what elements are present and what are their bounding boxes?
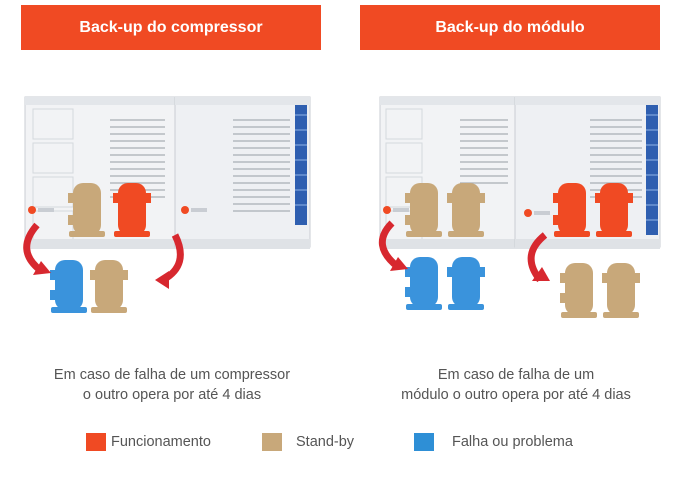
caption-line: o outro opera por até 4 dias — [82, 387, 262, 403]
condenser-unit-illustration — [24, 96, 311, 249]
legend-item-running: Funcionamento — [86, 432, 211, 452]
compressor-icon — [595, 183, 633, 237]
compressor-icon — [447, 183, 485, 237]
module-backup-illustration — [379, 96, 661, 318]
compressor-icon — [405, 257, 442, 310]
caption-line: módulo o outro opera por até 4 dias — [401, 387, 631, 403]
curved-arrow-icon — [527, 232, 550, 283]
brand-logo-icon — [28, 206, 207, 214]
banner-compressor-backup: Back-up do compressor — [21, 5, 321, 50]
caption-line: Em caso de falha de um — [437, 367, 595, 383]
legend-swatch-standby — [262, 433, 282, 451]
curved-arrow-icon — [379, 220, 408, 271]
legend-label: Falha ou problema — [452, 434, 573, 450]
compressor-backup-illustration — [23, 96, 311, 313]
legend-item-fault: Falha ou problema — [414, 432, 573, 452]
legend-swatch-running — [86, 433, 106, 451]
curved-arrow-icon — [155, 233, 184, 289]
condenser-unit-illustration — [379, 96, 661, 249]
compressor-icon — [405, 183, 442, 237]
legend-label: Stand-by — [296, 434, 355, 450]
compressor-icon — [560, 263, 597, 318]
curved-arrow-icon — [23, 222, 51, 275]
compressor-icon — [90, 260, 128, 313]
brand-logo-icon — [383, 206, 550, 217]
legend-swatch-fault — [414, 433, 434, 451]
compressor-icon — [68, 183, 105, 237]
legend-label: Funcionamento — [111, 434, 211, 450]
compressor-icon — [50, 260, 87, 313]
caption-line: Em caso de falha de um compressor — [53, 367, 291, 383]
compressor-icon — [447, 257, 485, 310]
compressor-icon — [553, 183, 590, 237]
banner-module-backup: Back-up do módulo — [360, 5, 660, 50]
compressor-backup-caption: Em caso de falha de um compressor o outr… — [12, 365, 332, 405]
legend-item-standby: Stand-by — [262, 432, 354, 452]
module-backup-caption: Em caso de falha de um módulo o outro op… — [356, 365, 676, 405]
compressor-icon — [113, 183, 151, 237]
compressor-icon — [602, 263, 640, 318]
